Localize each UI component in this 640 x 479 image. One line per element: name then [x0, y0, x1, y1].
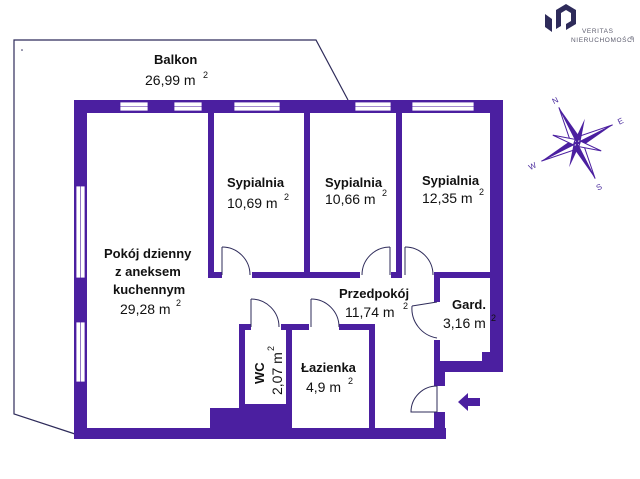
compass-s: S — [595, 182, 604, 192]
door-swing-icon — [411, 301, 438, 339]
room-pokoj-dzienny: Pokój dzienny z aneksem kuchennym 29,28 … — [104, 246, 192, 317]
brand-logo: VERITAS NIERUCHOMOŚCI ® — [545, 4, 635, 44]
area-unit-sup: 2 — [284, 192, 289, 202]
room-area: 10,66 m — [325, 191, 376, 207]
room-przedpokoj: Przedpokój 11,74 m 2 — [339, 286, 409, 320]
room-name: Sypialnia — [422, 173, 480, 188]
compass-rose: N W S E — [527, 95, 625, 192]
area-unit-sup: 2 — [403, 301, 408, 311]
entrance-arrow-icon — [458, 393, 480, 411]
room-lazienka: Łazienka 4,9 m 2 — [301, 360, 357, 395]
compass-w: W — [527, 160, 538, 172]
room-sypialnia-1: Sypialnia 10,69 m 2 — [227, 175, 289, 211]
windows — [75, 101, 475, 383]
room-name-line1: Pokój dzienny — [104, 246, 192, 261]
room-garderoba: Gard. 3,16 m 2 — [443, 297, 496, 331]
room-sypialnia-2: Sypialnia 10,66 m 2 — [325, 175, 387, 207]
door-swing-icon — [250, 298, 280, 328]
area-unit-sup: 2 — [176, 298, 181, 308]
area-unit-sup: 2 — [479, 187, 484, 197]
room-name-line3: kuchennym — [113, 282, 185, 297]
room-name: Balkon — [154, 52, 197, 67]
registered-mark: ® — [630, 35, 634, 42]
room-area: 11,74 m — [345, 304, 395, 320]
room-name-line2: z aneksem — [115, 264, 181, 279]
compass-star-icon — [541, 107, 613, 179]
balcony-outline — [13, 39, 349, 435]
logo-mark-icon — [545, 4, 576, 32]
room-balkon: Balkon 26,99 m 2 — [145, 52, 208, 88]
door-swing-icon — [221, 246, 251, 276]
doors — [221, 246, 438, 413]
door-swing-icon — [361, 246, 391, 276]
brand-line1: VERITAS — [582, 28, 614, 35]
area-unit-sup: 2 — [382, 188, 387, 198]
room-area: 12,35 m — [422, 190, 473, 206]
area-unit-sup: 2 — [491, 313, 496, 323]
room-name: Przedpokój — [339, 286, 409, 301]
room-wc: WC 2,07 m 2 — [252, 346, 285, 395]
room-name: Gard. — [452, 297, 486, 312]
door-swing-icon — [310, 298, 340, 328]
room-area: 3,16 m — [443, 315, 486, 331]
compass-e: E — [616, 116, 625, 126]
area-unit-sup: 2 — [348, 376, 353, 386]
brand-line2: NIERUCHOMOŚCI — [571, 35, 635, 44]
room-area: 2,07 m — [269, 352, 285, 395]
room-name: Sypialnia — [325, 175, 383, 190]
room-area: 29,28 m — [120, 301, 171, 317]
room-name: WC — [252, 362, 267, 384]
room-area: 4,9 m — [306, 379, 341, 395]
room-name: Sypialnia — [227, 175, 285, 190]
area-unit-sup: 2 — [203, 70, 208, 80]
area-unit-sup: 2 — [266, 346, 276, 351]
compass-n: N — [551, 95, 560, 106]
room-name: Łazienka — [301, 360, 357, 375]
room-area: 26,99 m — [145, 72, 196, 88]
room-area: 10,69 m — [227, 195, 278, 211]
door-swing-icon — [404, 246, 434, 276]
interior-walls — [208, 110, 496, 430]
entrance-door-icon — [410, 385, 438, 413]
room-sypialnia-3: Sypialnia 12,35 m 2 — [422, 173, 484, 206]
